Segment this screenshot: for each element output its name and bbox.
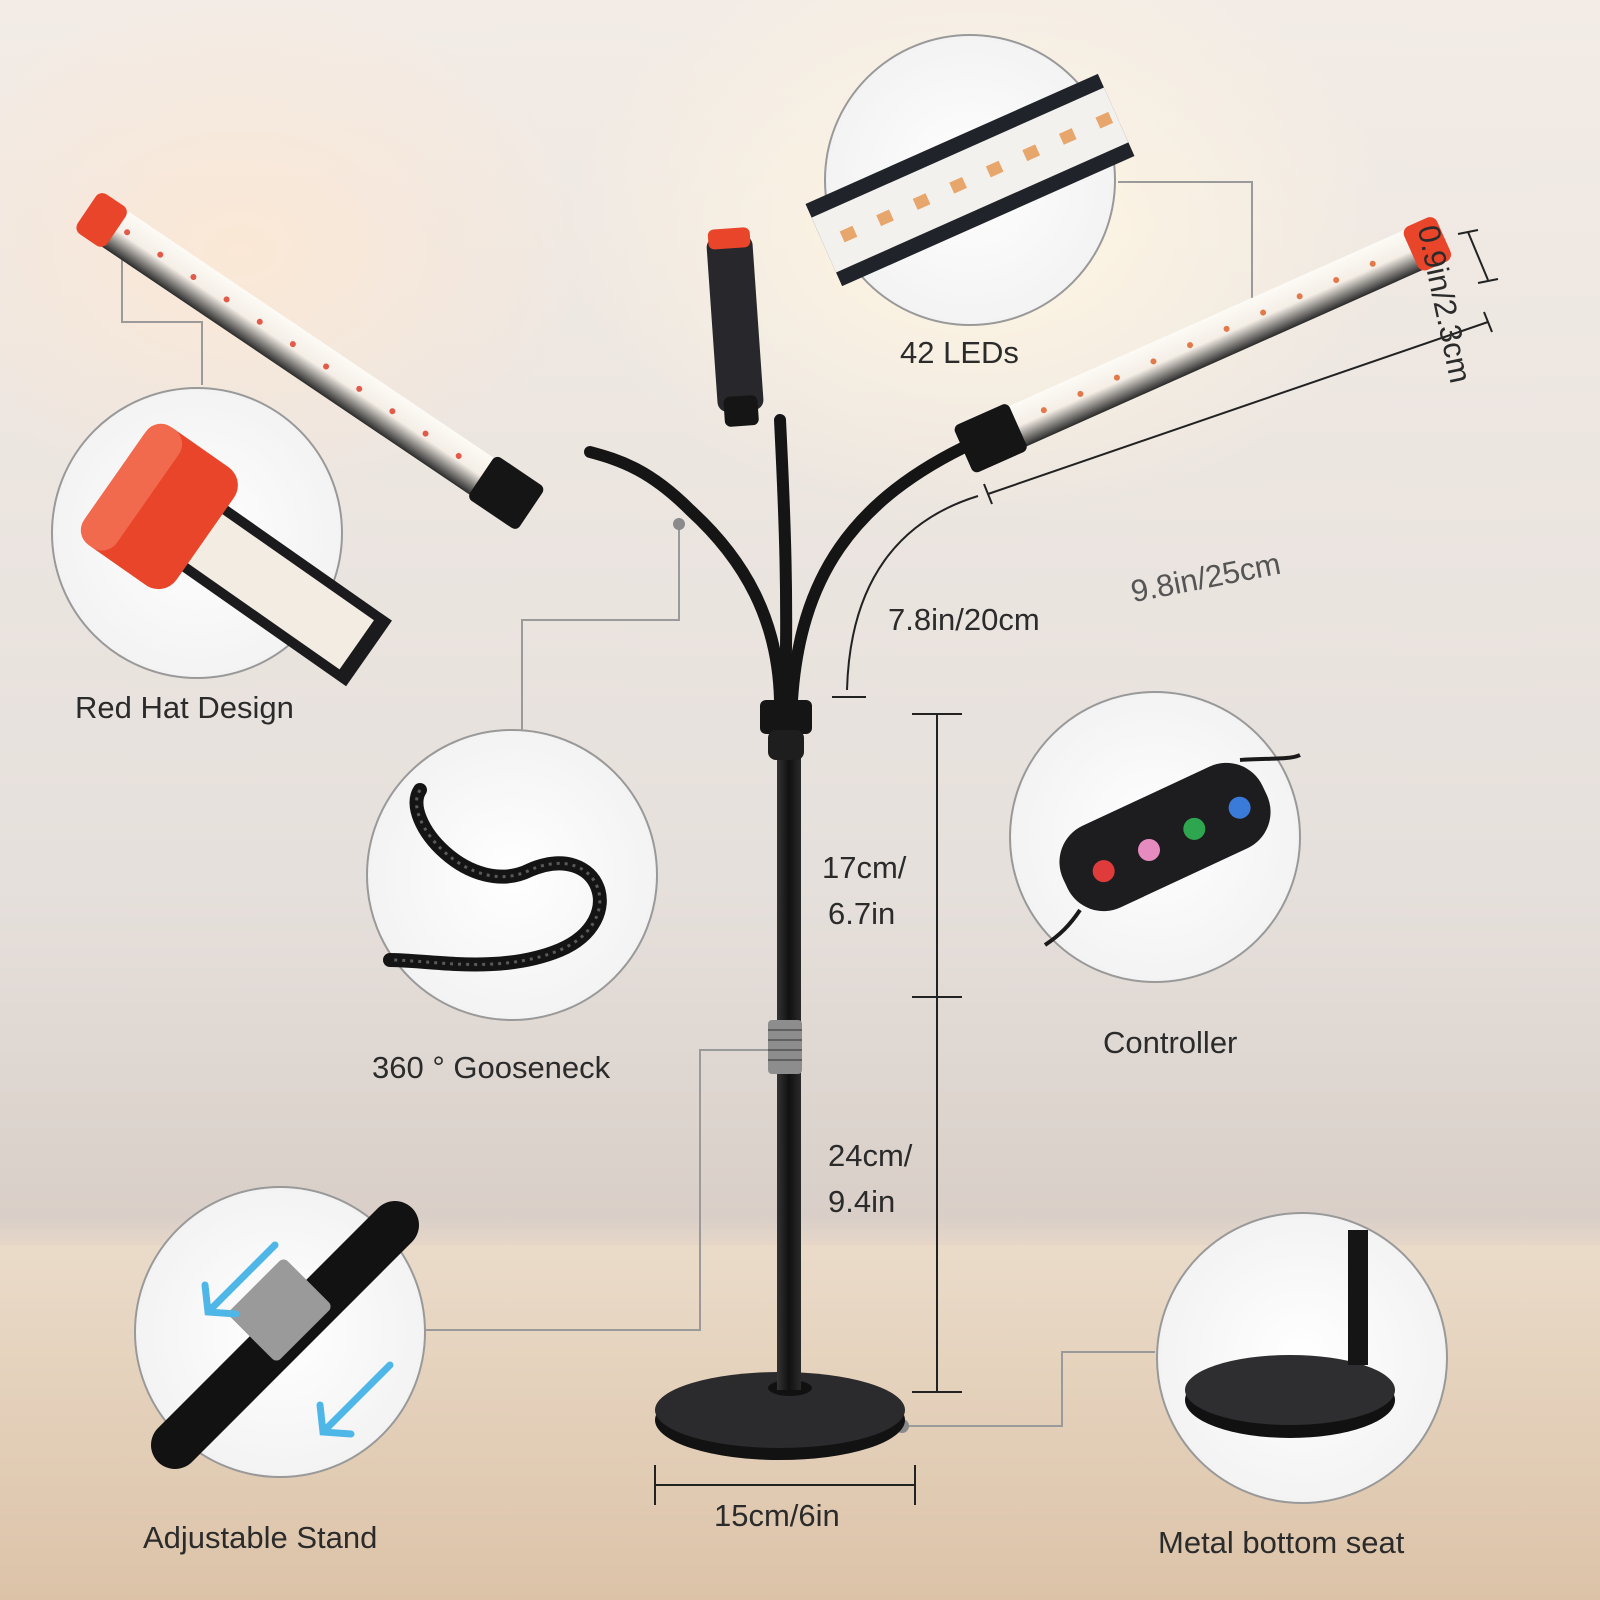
- dim-upper-pole-cm: 17cm/: [822, 850, 907, 885]
- detail-circle-leds: [805, 34, 1135, 326]
- dim-upper-pole-in: 6.7in: [828, 896, 896, 931]
- dim-base-width: 15cm/6in: [714, 1498, 840, 1533]
- label-metal-bottom-seat: Metal bottom seat: [1158, 1525, 1405, 1560]
- left-light-bar: [76, 193, 544, 529]
- gooseneck-joint: [760, 700, 812, 734]
- dim-lower-pole-cm: 24cm/: [828, 1138, 913, 1173]
- callout-line-gooseneck: [521, 524, 680, 745]
- detail-circle-gooseneck: [366, 729, 658, 1021]
- callout-lines: [121, 181, 1253, 1427]
- dimension-lines: [654, 229, 1499, 1505]
- goosenecks: [584, 414, 981, 706]
- dim-lower-pole-in: 9.4in: [828, 1184, 896, 1219]
- dim-gooseneck-length: 7.8in/20cm: [888, 602, 1040, 637]
- detail-circle-red-hat: [51, 387, 392, 687]
- middle-light-bar: [706, 227, 764, 427]
- callout-line-red-hat: [121, 225, 203, 385]
- lamp-base: [655, 1372, 905, 1460]
- height-adjust-knob: [768, 1020, 802, 1074]
- label-42-leds: 42 LEDs: [900, 335, 1019, 370]
- label-red-hat-design: Red Hat Design: [75, 690, 294, 725]
- callout-line-base: [902, 1351, 1155, 1427]
- callout-line-stand: [424, 1049, 770, 1331]
- detail-circle-controller: [1009, 691, 1301, 983]
- right-light-bar: [954, 217, 1451, 473]
- label-controller: Controller: [1103, 1025, 1238, 1060]
- label-adjustable-stand: Adjustable Stand: [143, 1520, 378, 1555]
- callout-line-leds: [1118, 181, 1253, 335]
- detail-circle-stand: [134, 1186, 426, 1478]
- detail-circle-base: [1156, 1212, 1448, 1504]
- label-gooseneck: 360 ° Gooseneck: [372, 1050, 611, 1085]
